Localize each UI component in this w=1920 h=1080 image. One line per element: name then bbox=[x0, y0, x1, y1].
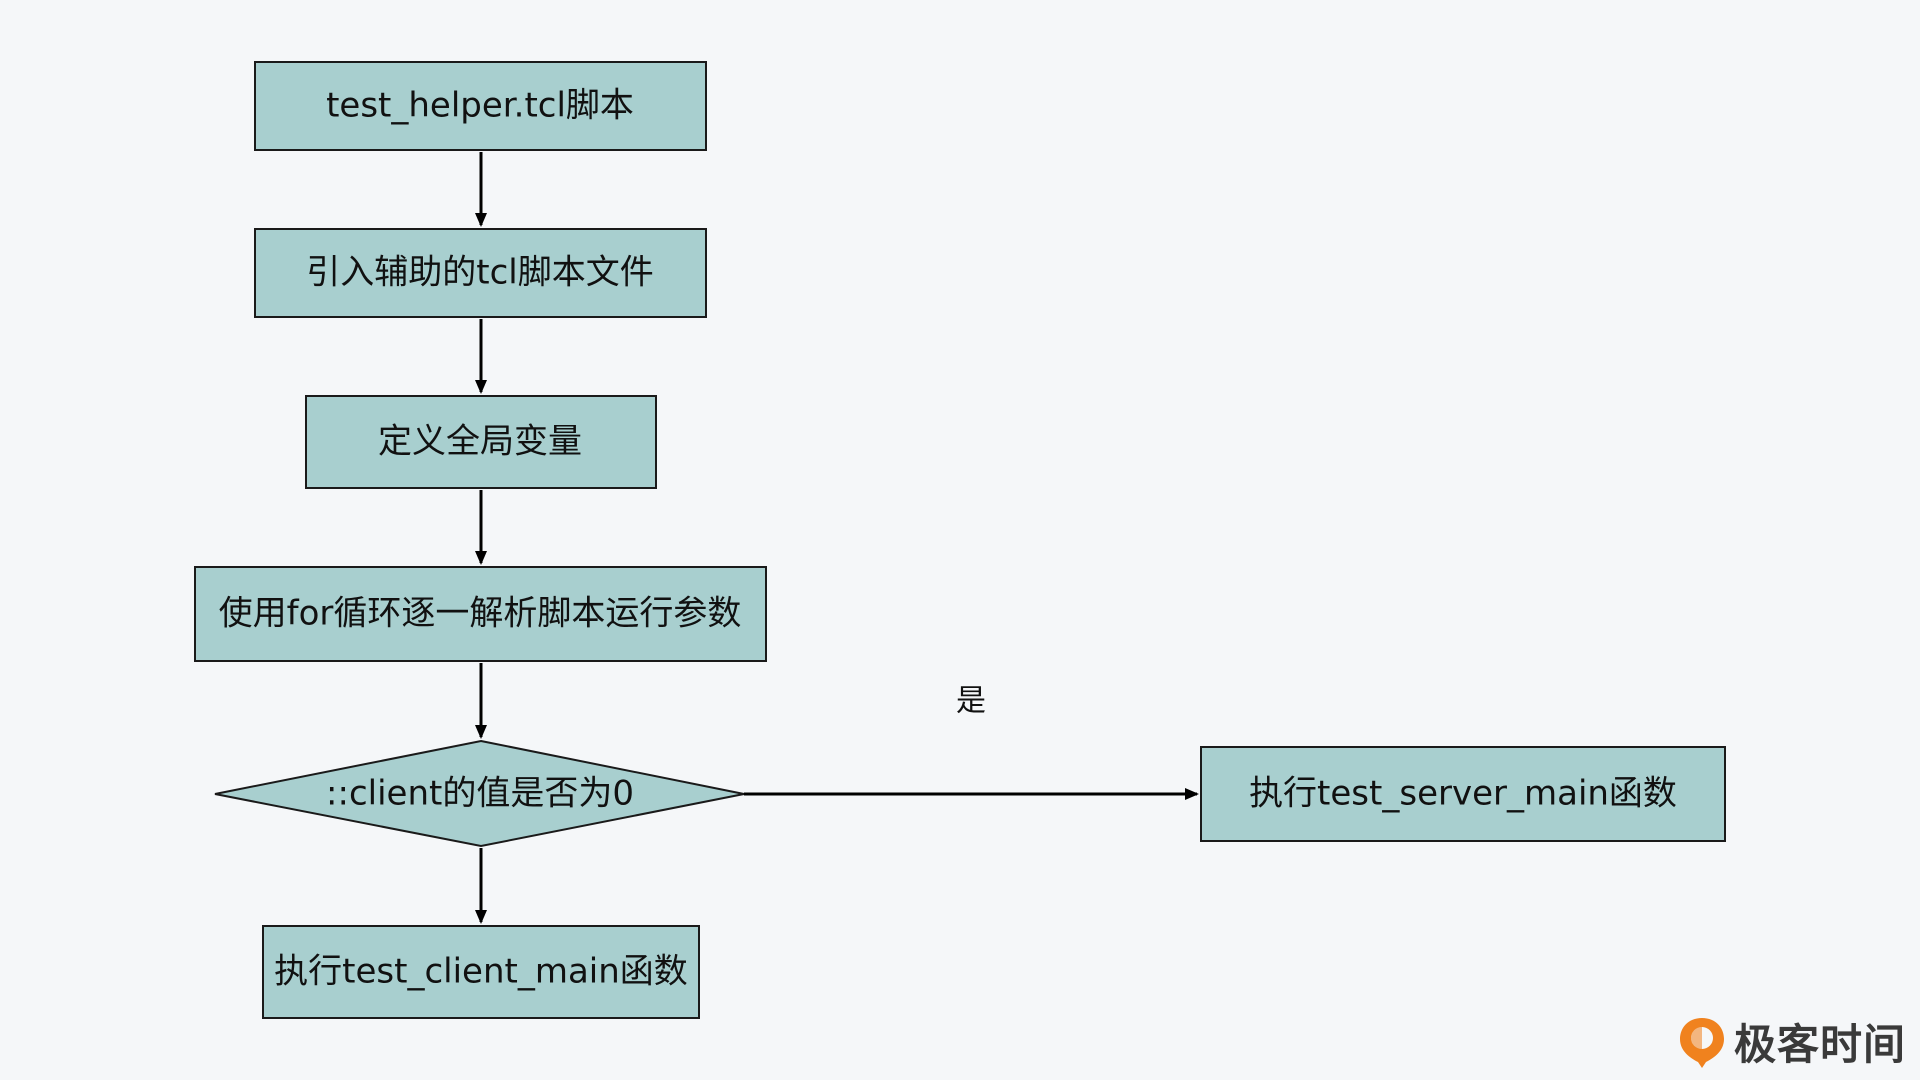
node-server: 执行test_server_main函数 bbox=[1200, 746, 1726, 842]
geektime-logo-icon bbox=[1679, 1017, 1724, 1068]
node-parse: 使用for循环逐一解析脚本运行参数 bbox=[194, 566, 767, 662]
node-client: 执行test_client_main函数 bbox=[262, 925, 700, 1019]
node-parse-label: 使用for循环逐一解析脚本运行参数 bbox=[219, 594, 742, 634]
node-include: 引入辅助的tcl脚本文件 bbox=[254, 228, 707, 318]
node-server-label: 执行test_server_main函数 bbox=[1249, 774, 1677, 814]
node-decision-label: ::client的值是否为0 bbox=[326, 774, 634, 814]
node-include-label: 引入辅助的tcl脚本文件 bbox=[306, 253, 653, 293]
node-client-label: 执行test_client_main函数 bbox=[274, 952, 688, 992]
edge-yes-label: 是 bbox=[956, 684, 986, 719]
brand-name: 极客时间 bbox=[1733, 1020, 1906, 1069]
node-globals-label: 定义全局变量 bbox=[378, 422, 582, 462]
node-decision: ::client的值是否为0 bbox=[214, 739, 745, 848]
node-start-label: test_helper.tcl脚本 bbox=[326, 86, 634, 126]
brand-watermark: 极客时间 bbox=[1676, 1011, 1906, 1072]
node-start: test_helper.tcl脚本 bbox=[254, 61, 707, 151]
node-globals: 定义全局变量 bbox=[305, 395, 657, 489]
